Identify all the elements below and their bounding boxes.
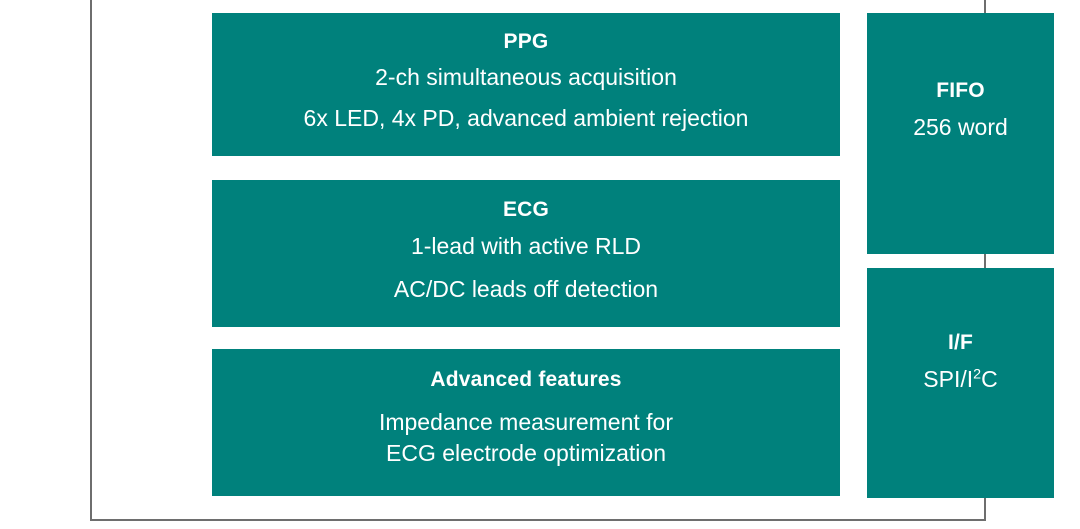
block-ppg-line-1: 2-ch simultaneous acquisition — [375, 64, 677, 90]
block-advanced-features-line-2: ECG electrode optimization — [386, 440, 666, 466]
block-advanced-features: Advanced features Impedance measurement … — [212, 349, 840, 496]
block-fifo: FIFO 256 word — [867, 13, 1054, 254]
block-advanced-features-title: Advanced features — [430, 368, 622, 391]
block-ppg: PPG 2-ch simultaneous acquisition 6x LED… — [212, 13, 840, 156]
block-interface: I/F SPI/I2C — [867, 268, 1054, 498]
block-interface-line-suffix: C — [981, 366, 998, 392]
block-interface-title: I/F — [947, 331, 974, 354]
block-ecg-line-1: 1-lead with active RLD — [410, 233, 642, 259]
block-interface-line-1: SPI/I2C — [923, 358, 997, 400]
block-fifo-line-1: 256 word — [913, 114, 1008, 140]
block-fifo-title: FIFO — [936, 79, 985, 102]
block-ecg: ECG 1-lead with active RLD AC/DC leads o… — [212, 180, 840, 327]
block-ecg-title: ECG — [502, 198, 550, 221]
block-ecg-line-2: AC/DC leads off detection — [393, 276, 659, 302]
block-interface-line-superscript: 2 — [973, 366, 982, 383]
block-ppg-line-2: 6x LED, 4x PD, advanced ambient rejectio… — [303, 105, 749, 131]
block-advanced-features-line-1: Impedance measurement for — [378, 409, 674, 435]
diagram-outer-frame: PPG 2-ch simultaneous acquisition 6x LED… — [90, 0, 1054, 521]
block-ppg-title: PPG — [503, 30, 549, 53]
block-interface-line-prefix: SPI/I — [923, 366, 974, 392]
